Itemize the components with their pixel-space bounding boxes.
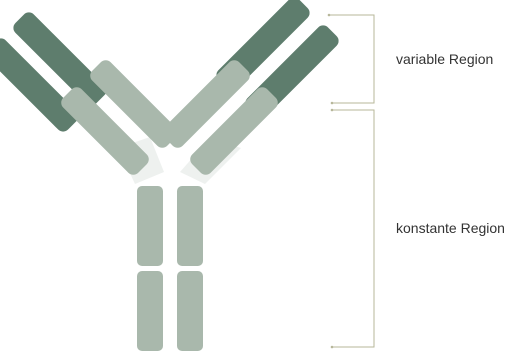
constant-bracket-end-bottom <box>331 346 334 349</box>
variable-bracket-end-top <box>328 14 331 17</box>
stem-left-lower-domain <box>137 271 163 351</box>
stem-right-upper-domain <box>177 186 203 266</box>
stem-left-upper-domain <box>137 186 163 266</box>
region-brackets <box>328 14 374 349</box>
variable-region-bracket <box>329 15 374 103</box>
variable-bracket-end-bottom <box>331 102 334 105</box>
constant-bracket-end-top <box>331 109 334 112</box>
constant-region-bracket <box>333 110 374 347</box>
stem-right-lower-domain <box>177 271 203 351</box>
right-arm <box>159 0 341 178</box>
constant-region-label: konstante Region <box>396 220 505 236</box>
stem <box>137 186 203 351</box>
variable-region-label: variable Region <box>396 51 493 67</box>
